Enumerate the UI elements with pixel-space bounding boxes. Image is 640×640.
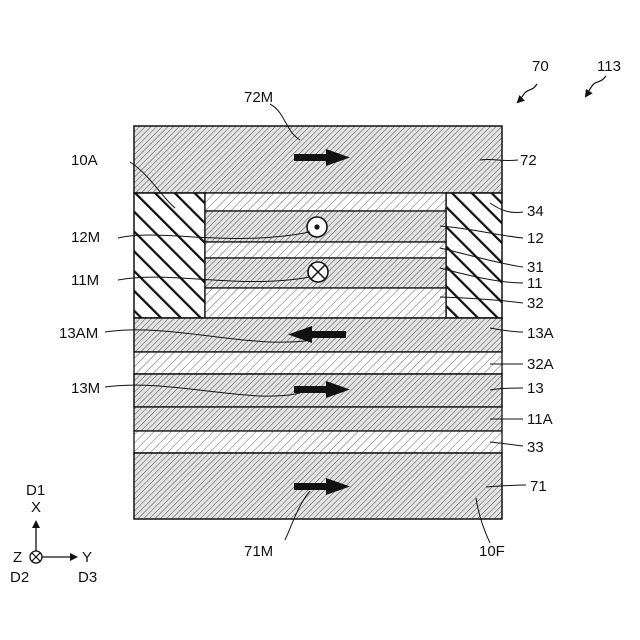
axis-label-y: Y [82,549,92,566]
label-72: 72 [520,152,537,169]
axis-label-z: Z [13,549,22,566]
axis-label-d2: D2 [10,569,29,586]
label-32: 32 [527,295,544,312]
label-13: 13 [527,380,544,397]
label-31: 31 [527,259,544,276]
label-12m: 12M [71,229,100,246]
layer-11a [134,407,502,431]
label-11: 11 [527,275,543,292]
axis-label-d1: D1 [26,482,45,499]
label-13a: 13A [527,325,554,342]
insulator-10a-left [134,193,205,318]
layer-31 [205,242,446,258]
label-10f: 10F [479,543,505,560]
reference-arrow-70 [518,84,537,102]
reference-arrow-113 [586,76,606,96]
layer-34 [205,193,446,211]
label-11a: 11A [527,411,553,428]
coordinate-axes [30,522,76,563]
label-71m: 71M [244,543,273,560]
label-70: 70 [532,58,549,75]
axis-label-d3: D3 [78,569,97,586]
layer-33 [134,431,502,453]
cross-in-circle-icon [308,262,328,282]
label-11m: 11M [71,272,99,289]
label-32a: 32A [527,356,554,373]
label-72m: 72M [244,89,273,106]
layer-32 [205,288,446,318]
z-axis-cross-circle-icon [30,551,42,563]
label-33: 33 [527,439,544,456]
layer-32a [134,352,502,374]
label-113: 113 [597,58,621,75]
label-71: 71 [530,478,547,495]
label-34: 34 [527,203,544,220]
label-13m: 13M [71,380,100,397]
insulator-10a-right [446,193,502,318]
label-12: 12 [527,230,544,247]
label-10a: 10A [71,152,98,169]
dot-in-circle-icon [307,217,327,237]
label-13am: 13AM [59,325,98,342]
axis-label-x: X [31,499,41,516]
